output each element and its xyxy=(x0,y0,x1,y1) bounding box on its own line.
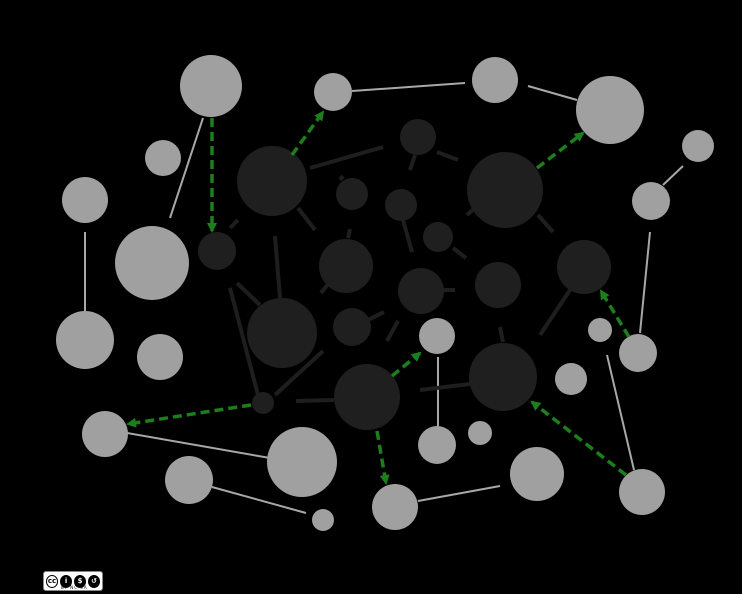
dark-edge xyxy=(401,219,414,253)
dark-node xyxy=(198,232,236,270)
dark-edge xyxy=(367,310,385,322)
light-node xyxy=(632,182,670,220)
light-node xyxy=(372,484,418,530)
dashed-arrow-edge xyxy=(390,351,422,378)
dark-edge xyxy=(228,287,260,396)
light-node xyxy=(418,426,456,464)
dark-node xyxy=(247,298,317,368)
gray-edge xyxy=(211,486,307,514)
light-node xyxy=(82,411,128,457)
dark-edge xyxy=(309,145,384,170)
cc-license-badge[interactable]: cc i $ ↺ BY NC SA xyxy=(43,571,103,591)
dark-edge xyxy=(295,398,335,403)
light-node xyxy=(468,421,492,445)
dark-node xyxy=(334,364,400,430)
nc-icon: $ xyxy=(74,574,87,588)
dashed-arrow-edge xyxy=(126,403,252,428)
light-node xyxy=(619,334,657,372)
light-node xyxy=(145,140,181,176)
dark-node xyxy=(469,343,537,411)
dark-edge xyxy=(228,218,240,230)
dark-edge xyxy=(296,206,317,232)
dark-edge xyxy=(408,154,417,171)
dark-edge xyxy=(235,281,262,307)
gray-edge xyxy=(417,485,501,502)
light-node xyxy=(115,226,189,300)
dark-node xyxy=(319,239,373,293)
dark-edge xyxy=(385,320,400,342)
dark-edge xyxy=(498,326,505,343)
dark-node xyxy=(398,268,444,314)
dark-edge xyxy=(346,228,352,239)
light-node xyxy=(267,427,337,497)
dark-nodes-layer xyxy=(198,119,611,430)
dark-edge xyxy=(419,382,471,392)
dark-node xyxy=(423,222,453,252)
dashed-arrow-edge xyxy=(530,400,628,477)
license-caption: BY NC SA xyxy=(61,585,88,590)
gray-edge xyxy=(126,432,271,459)
arrows-layer xyxy=(126,110,631,485)
sa-icon: ↺ xyxy=(88,574,100,588)
light-node xyxy=(419,318,455,354)
light-node xyxy=(165,456,213,504)
light-node xyxy=(312,509,334,531)
light-nodes-layer xyxy=(56,55,714,531)
light-node xyxy=(137,334,183,380)
light-node xyxy=(588,318,612,342)
dashed-arrow-edge xyxy=(599,289,631,338)
cc-icon: cc xyxy=(46,574,59,588)
gray-edge xyxy=(662,165,684,186)
dark-node xyxy=(557,240,611,294)
dark-edge xyxy=(273,235,282,299)
dark-edge xyxy=(273,349,325,397)
light-node xyxy=(472,57,518,103)
gray-edge xyxy=(351,82,466,92)
dashed-arrow-edge xyxy=(375,430,390,485)
light-node xyxy=(619,469,665,515)
dark-edge xyxy=(538,288,572,337)
light-node xyxy=(682,130,714,162)
light-node xyxy=(62,177,108,223)
dark-node xyxy=(475,262,521,308)
dark-node xyxy=(252,392,274,414)
dark-edge xyxy=(536,213,555,234)
gray-edge xyxy=(639,231,651,334)
light-node xyxy=(576,76,644,144)
light-node xyxy=(180,55,242,117)
by-icon: i xyxy=(60,574,73,588)
dark-node xyxy=(385,189,417,221)
light-node xyxy=(510,447,564,501)
dark-node xyxy=(336,178,368,210)
gray-edge xyxy=(527,85,578,101)
dark-edges-layer xyxy=(228,145,572,403)
dark-node xyxy=(333,308,371,346)
light-node xyxy=(56,311,114,369)
light-node xyxy=(314,73,352,111)
dashed-arrow-edge xyxy=(290,110,325,157)
dark-edge xyxy=(319,282,330,295)
dashed-arrow-edge xyxy=(535,131,585,170)
dark-node xyxy=(467,152,543,228)
light-node xyxy=(555,363,587,395)
dark-edge xyxy=(338,174,345,182)
gray-edges-layer xyxy=(84,82,684,514)
dark-edge xyxy=(451,246,468,260)
gray-edge xyxy=(606,354,635,471)
gray-edge xyxy=(169,117,204,219)
dark-node xyxy=(237,146,307,216)
dark-edge xyxy=(436,150,459,162)
dark-node xyxy=(400,119,436,155)
